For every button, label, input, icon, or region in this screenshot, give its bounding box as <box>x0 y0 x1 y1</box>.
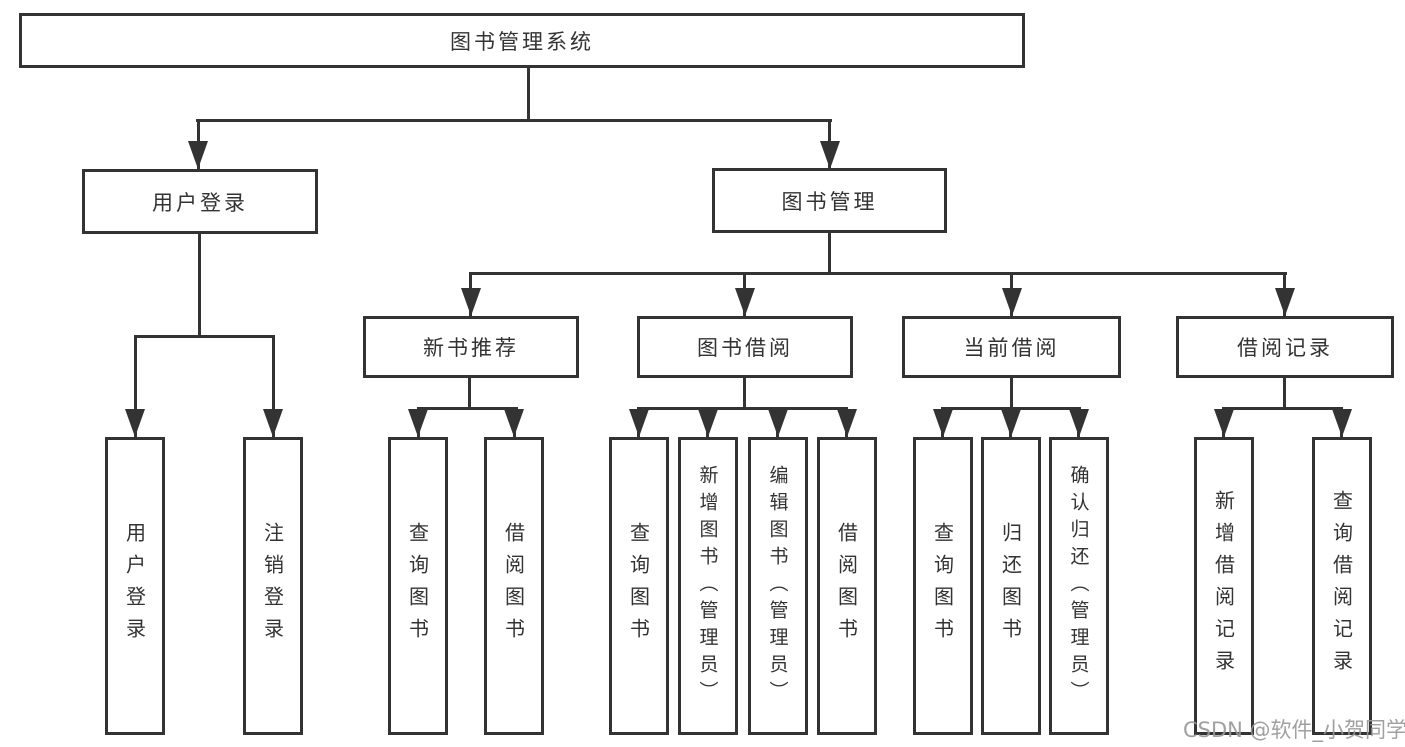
node-book-borrowing-label: 图书借阅 <box>697 336 793 360</box>
leaf-records-query-borrow-record: 查询借阅记录 <box>1312 437 1372 735</box>
leaf-records-query-borrow-record-label: 查询借阅记录 <box>1329 490 1354 682</box>
leaf-borrowing-query-books: 查询图书 <box>609 437 669 735</box>
arrowhead-book-borrowing <box>735 288 755 316</box>
arrowhead-borrowing-records <box>1275 288 1295 316</box>
node-borrowing-records-label: 借阅记录 <box>1237 336 1333 360</box>
arrowhead-borrowing-add <box>698 409 718 437</box>
leaf-recommend-borrow-books: 借阅图书 <box>484 437 544 735</box>
arrowhead-records-add <box>1214 409 1234 437</box>
leaf-records-add-borrow-record: 新增借阅记录 <box>1194 437 1254 735</box>
connector-current-stem <box>1010 378 1013 410</box>
connector-level1-branch <box>196 119 832 122</box>
leaf-logout: 注销登录 <box>243 437 303 735</box>
connector-login-branch <box>134 335 275 338</box>
leaf-current-return-books: 归还图书 <box>981 437 1041 735</box>
leaf-logout-label: 注销登录 <box>260 522 285 650</box>
arrowhead-current-confirm <box>1069 409 1089 437</box>
arrowhead-records-query <box>1332 409 1352 437</box>
leaf-user-login: 用户登录 <box>105 437 165 735</box>
leaf-borrowing-add-books-admin-label: 新增图书（管理员） <box>696 464 719 708</box>
leaf-current-confirm-return-admin-label: 确认归还（管理员） <box>1067 464 1090 708</box>
leaf-borrowing-borrow-books-label: 借阅图书 <box>834 522 859 650</box>
connector-recommend-branch <box>417 407 518 410</box>
connector-book-management-stem <box>828 233 831 275</box>
node-user-login: 用户登录 <box>82 169 318 234</box>
arrowhead-current-query <box>933 409 953 437</box>
arrowhead-current-borrowing <box>1002 288 1022 316</box>
node-root: 图书管理系统 <box>19 13 1025 68</box>
leaf-current-query-books-label: 查询图书 <box>930 522 955 650</box>
node-new-book-recommend-label: 新书推荐 <box>423 336 519 360</box>
connector-user-login-stem <box>198 234 201 338</box>
arrowhead-leaf-user-login <box>125 409 145 437</box>
connector-root-stem <box>527 68 530 122</box>
leaf-user-login-label: 用户登录 <box>122 522 147 650</box>
arrowhead-new-book-recommend <box>461 288 481 316</box>
node-current-borrowing-label: 当前借阅 <box>963 336 1060 360</box>
connector-drop-leaf-user-login <box>134 335 137 437</box>
connector-recommend-stem <box>468 378 471 410</box>
arrowhead-borrowing-borrow <box>837 409 857 437</box>
node-current-borrowing: 当前借阅 <box>902 316 1121 378</box>
node-root-label: 图书管理系统 <box>450 29 594 54</box>
connector-records-branch <box>1222 407 1343 410</box>
leaf-borrowing-borrow-books: 借阅图书 <box>817 437 877 735</box>
arrowhead-recommend-borrow <box>504 409 524 437</box>
node-book-management: 图书管理 <box>712 168 947 233</box>
leaf-borrowing-edit-books-admin: 编辑图书（管理员） <box>748 437 808 735</box>
connector-borrowing-branch <box>637 407 848 410</box>
arrowhead-user-login <box>188 141 208 169</box>
arrowhead-borrowing-query <box>629 409 649 437</box>
leaf-current-confirm-return-admin: 确认归还（管理员） <box>1049 437 1109 735</box>
node-book-management-label: 图书管理 <box>781 189 878 214</box>
node-book-borrowing: 图书借阅 <box>637 316 853 378</box>
leaf-recommend-query-books: 查询图书 <box>388 437 448 735</box>
connector-level2-branch <box>469 272 1287 275</box>
connector-drop-leaf-logout <box>272 335 275 437</box>
arrowhead-borrowing-edit <box>768 409 788 437</box>
leaf-borrowing-add-books-admin: 新增图书（管理员） <box>678 437 738 735</box>
leaf-recommend-query-books-label: 查询图书 <box>405 522 430 650</box>
node-new-book-recommend: 新书推荐 <box>363 316 579 378</box>
leaf-recommend-borrow-books-label: 借阅图书 <box>501 522 526 650</box>
arrowhead-current-return <box>1001 409 1021 437</box>
node-borrowing-records: 借阅记录 <box>1176 316 1394 378</box>
arrowhead-recommend-query <box>408 409 428 437</box>
leaf-borrowing-query-books-label: 查询图书 <box>626 522 651 650</box>
connector-records-stem <box>1283 378 1286 410</box>
leaf-current-return-books-label: 归还图书 <box>998 522 1023 650</box>
leaf-borrowing-edit-books-admin-label: 编辑图书（管理员） <box>766 464 789 708</box>
leaf-current-query-books: 查询图书 <box>913 437 973 735</box>
connector-borrowing-stem <box>743 378 746 410</box>
node-user-login-label: 用户登录 <box>152 190 248 215</box>
leaf-records-add-borrow-record-label: 新增借阅记录 <box>1211 490 1236 682</box>
arrowhead-book-management <box>820 141 840 169</box>
csdn-watermark: CSDN @软件_小贺同学 <box>1183 718 1405 742</box>
arrowhead-leaf-logout <box>263 409 283 437</box>
